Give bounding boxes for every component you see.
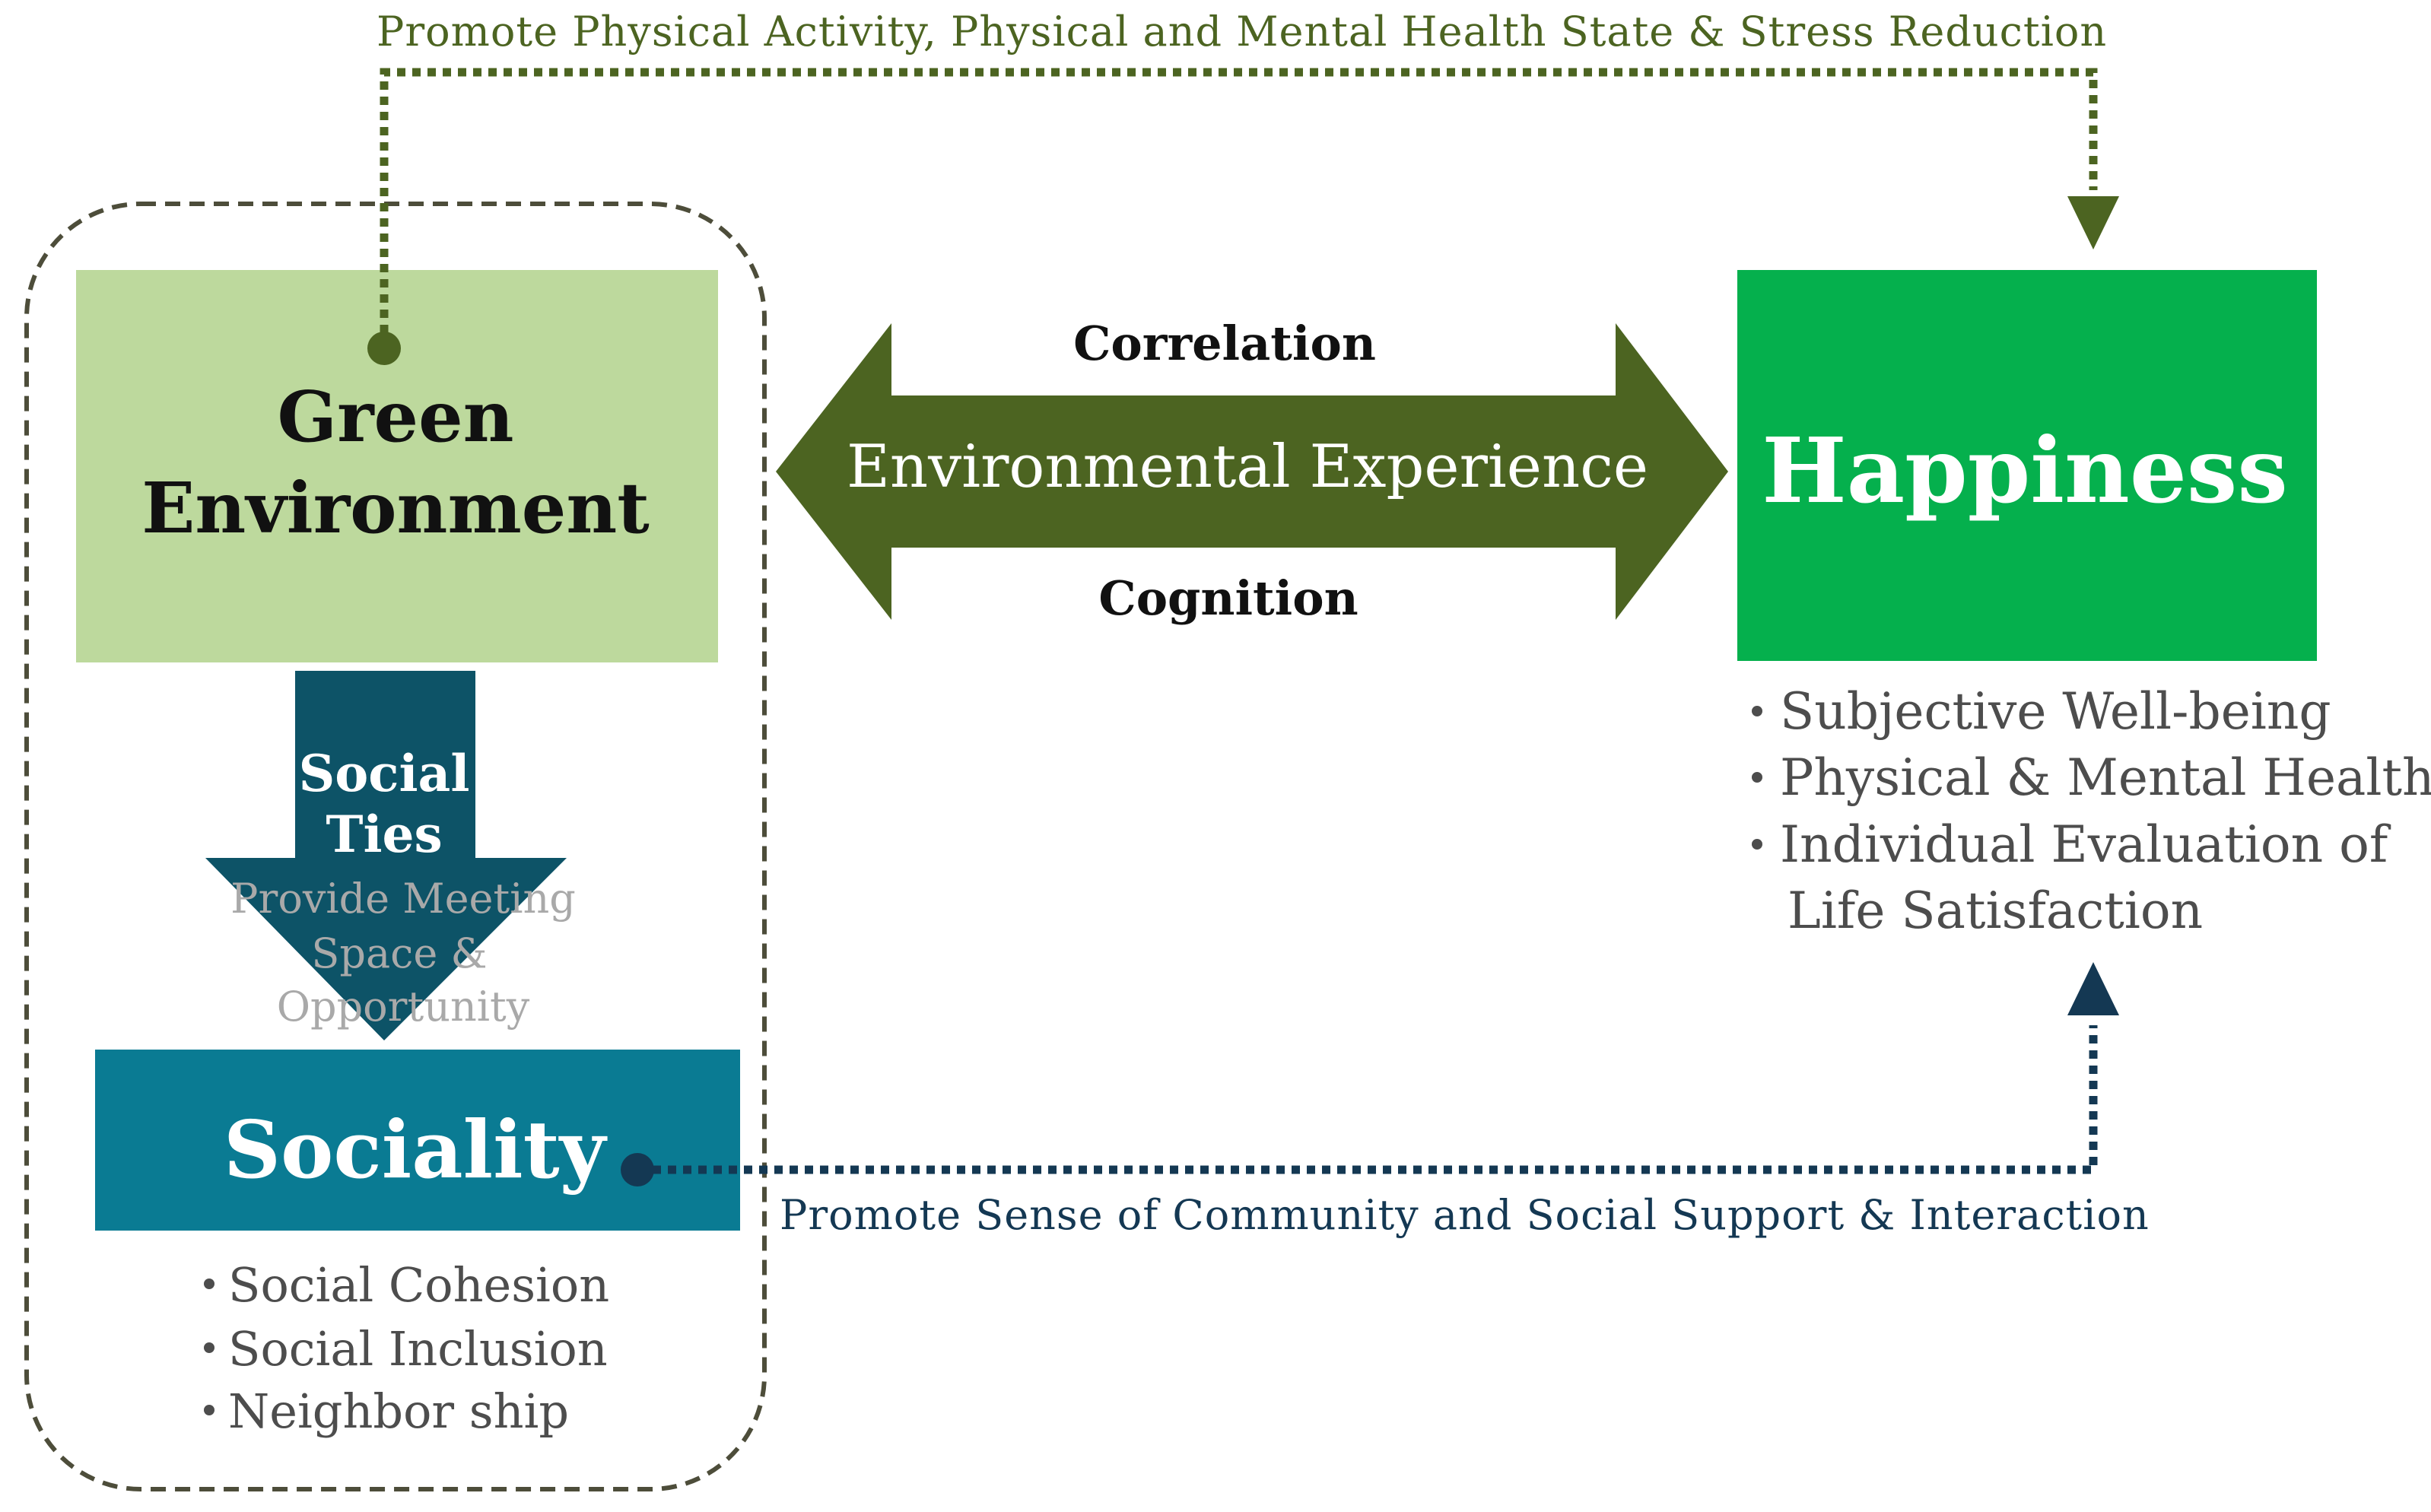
sociality-bullet: Neighbor ship (228, 1383, 569, 1439)
green-environment-label-line1: Green (278, 376, 514, 458)
sociality-bullet: Social Inclusion (228, 1321, 608, 1377)
social-ties-label-line2: Ties (326, 805, 442, 864)
happiness-bullet-continuation: Life Satisfaction (1788, 881, 2203, 940)
bottom-path-start-dot (621, 1153, 654, 1186)
green-environment-box (76, 270, 718, 662)
environmental-experience-double-arrow (776, 323, 1728, 620)
happiness-bullet: Subjective Well-being (1780, 682, 2331, 741)
bullet-dot (1752, 839, 1762, 850)
happiness-title: Happiness (1762, 418, 2288, 523)
bottom-path-arrowhead (2067, 962, 2119, 1015)
bottom-path-connector (637, 1025, 2098, 1174)
green-environment-label-line2: Environment (141, 467, 650, 549)
cognition-label: Cognition (1098, 570, 1358, 626)
sociality-box (95, 1050, 740, 1231)
sociality-title: Sociality (224, 1103, 608, 1196)
social-ties-sub-line2: Space & (311, 929, 487, 977)
top-path-label: Promote Physical Activity, Physical and … (377, 8, 2107, 56)
happiness-bullet: Individual Evaluation of (1780, 815, 2391, 874)
bullet-dot (204, 1342, 214, 1353)
bullet-dot (204, 1279, 214, 1289)
sociality-bullet: Social Cohesion (228, 1257, 609, 1313)
top-path-arrowhead (2067, 196, 2119, 249)
bullet-dot (1752, 706, 1762, 716)
social-ties-arrow (205, 671, 567, 1040)
green-environment-group-outline (24, 202, 767, 1491)
happiness-bullet: Physical & Mental Health (1780, 748, 2431, 807)
bottom-path-label: Promote Sense of Community and Social Su… (780, 1191, 2150, 1239)
social-ties-label-line1: Social (299, 744, 470, 803)
bullet-dot (204, 1405, 214, 1415)
social-ties-sub-line3: Opportunity (277, 983, 530, 1031)
social-ties-sub-line1: Provide Meeting (230, 875, 576, 923)
top-path-start-dot (367, 332, 401, 365)
bullet-dot (1752, 772, 1762, 783)
top-path-connector (380, 68, 2098, 348)
environmental-experience-label: Environmental Experience (847, 433, 1648, 501)
correlation-label: Correlation (1073, 316, 1376, 371)
happiness-box (1737, 270, 2317, 661)
